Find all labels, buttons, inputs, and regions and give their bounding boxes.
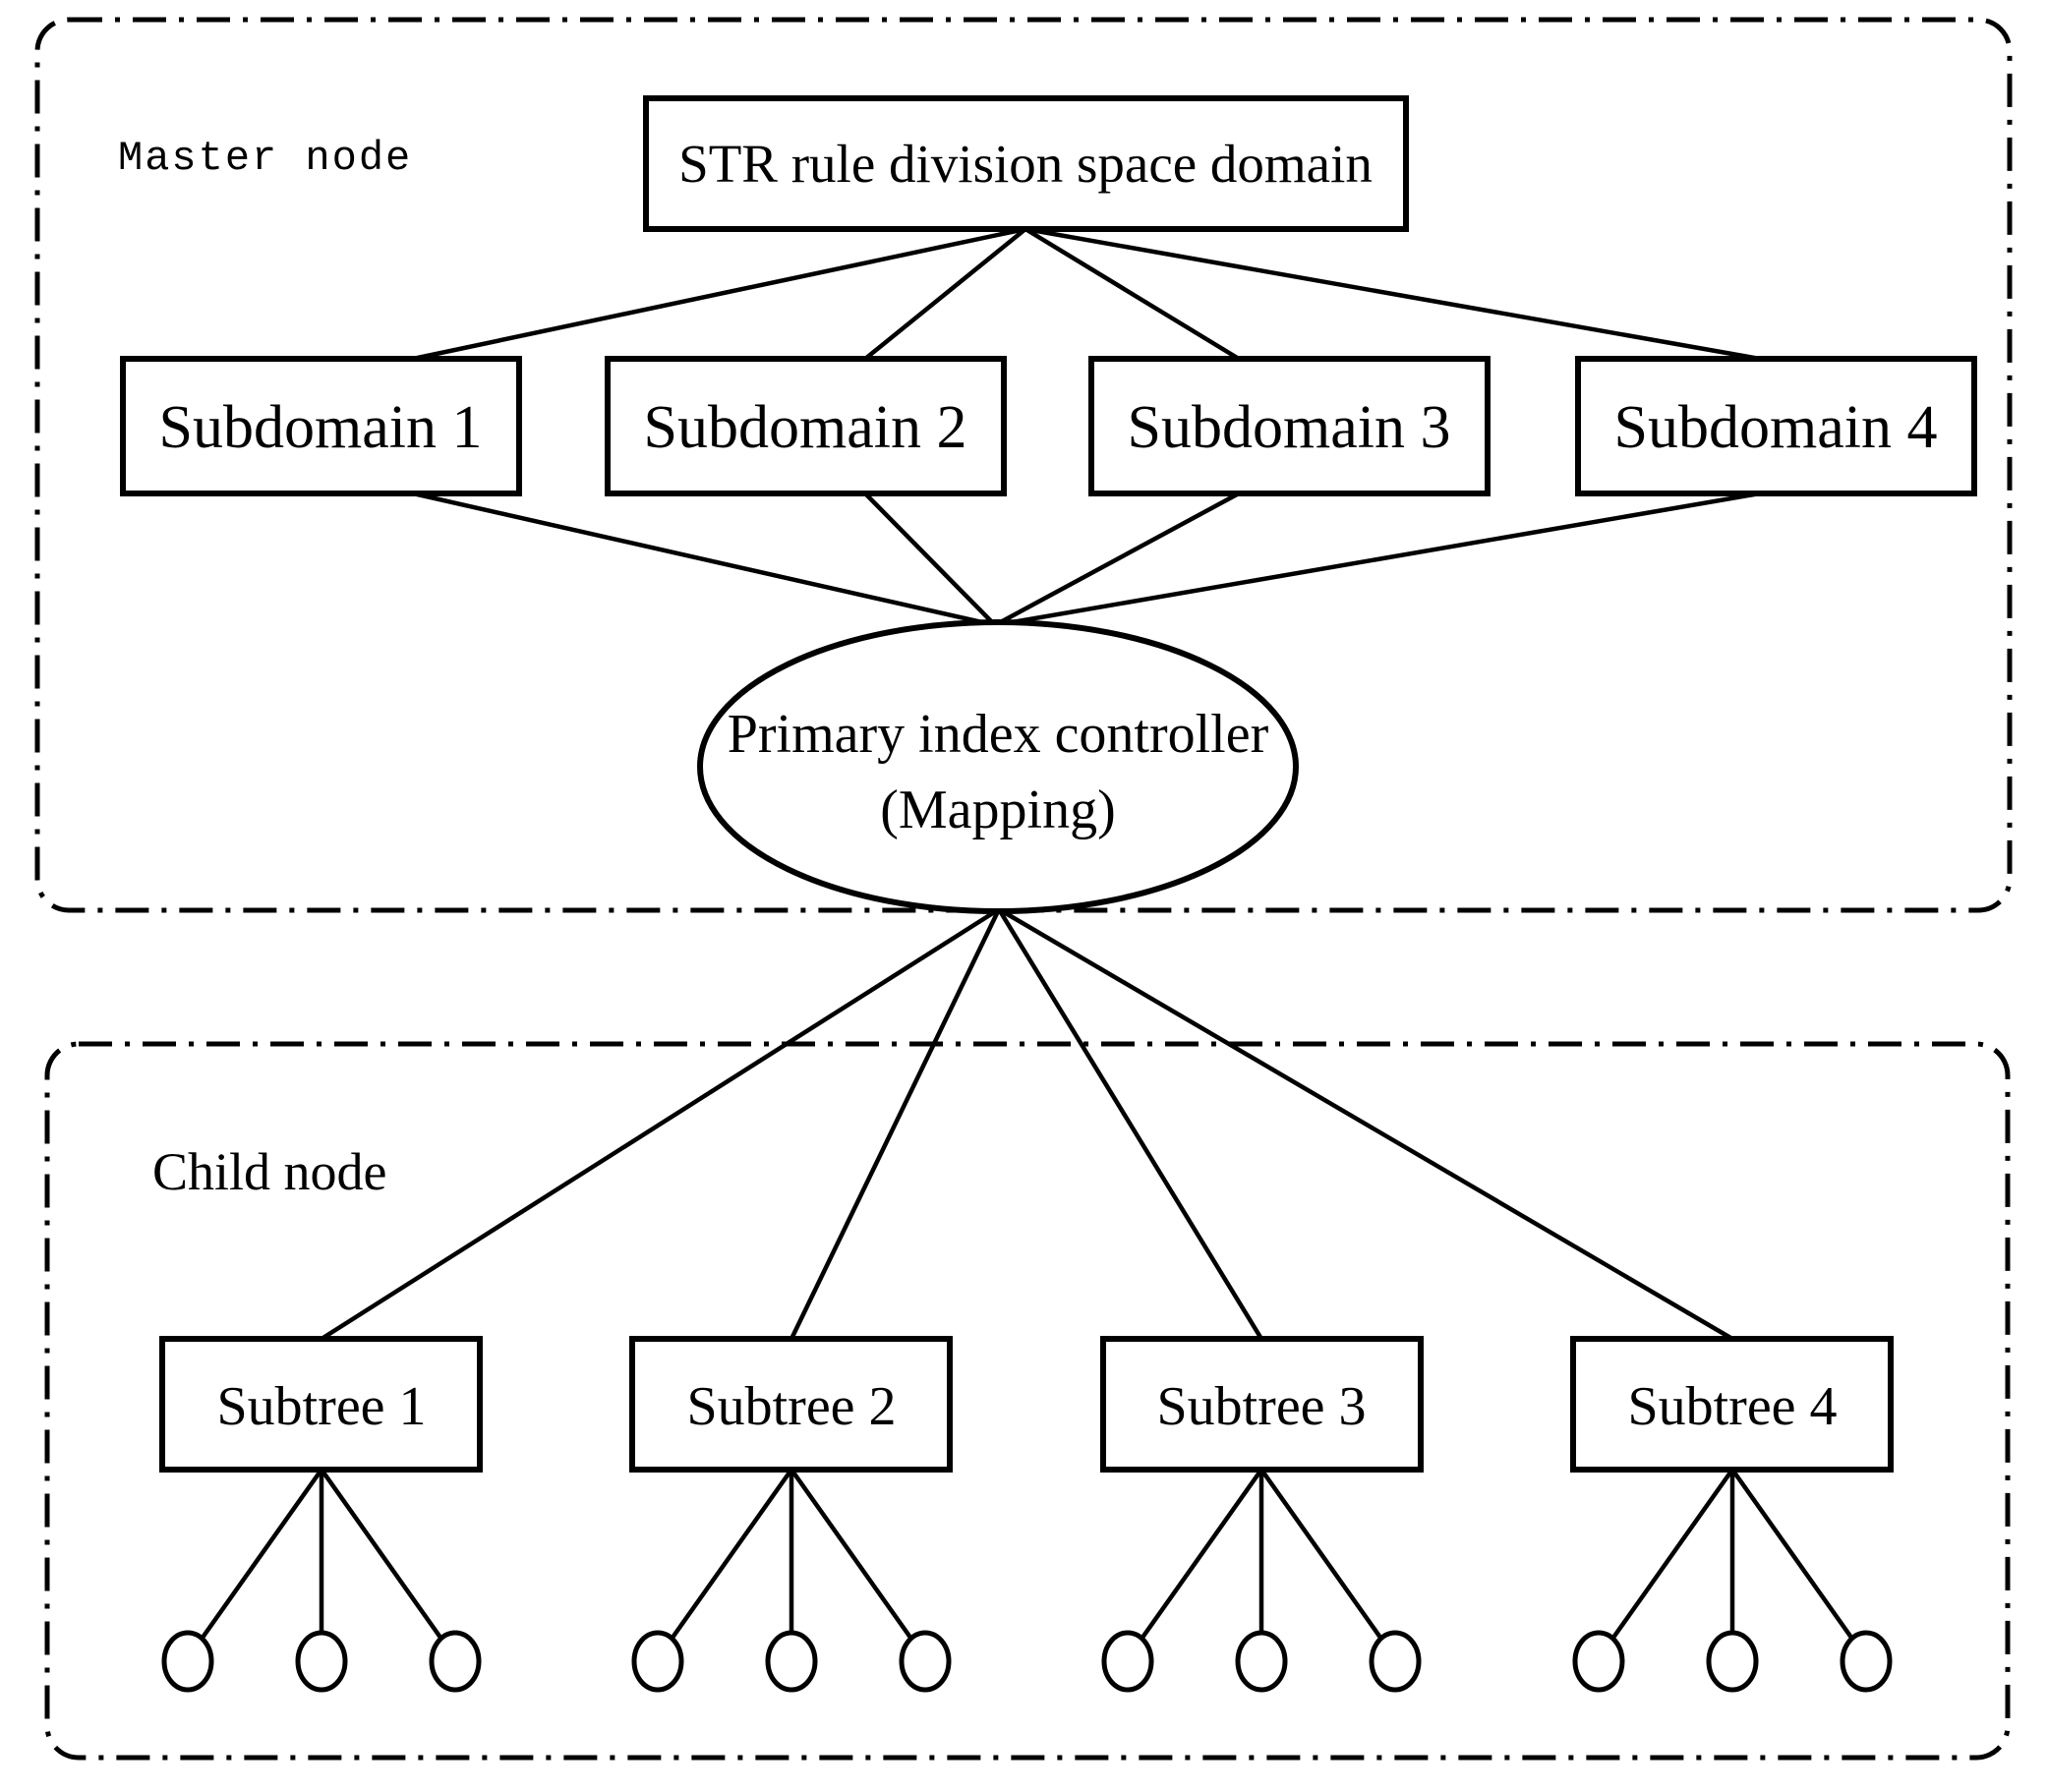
subdomain-label-3: Subdomain 3 — [1128, 394, 1451, 461]
subtree-label-2: Subtree 2 — [686, 1376, 896, 1437]
subtree-label-4: Subtree 4 — [1627, 1376, 1837, 1437]
connector-leaf — [186, 1468, 323, 1660]
controller-label-line2: (Mapping) — [880, 780, 1116, 840]
subtree-2-leaf-connectors — [656, 1468, 927, 1660]
connector-root-subdomain-4 — [1024, 226, 1761, 362]
leaf-circle — [1101, 1630, 1154, 1693]
subdomain-box-1 — [120, 356, 522, 496]
connector-leaf — [1597, 1468, 1734, 1660]
connector-controller-subtree-4 — [997, 907, 1734, 1341]
root-box — [643, 95, 1409, 232]
leaf-circle — [429, 1630, 482, 1693]
subtree-3-leaf-connectors — [1126, 1468, 1397, 1660]
connector-leaf — [790, 1468, 927, 1660]
connector-root-subdomain-1 — [412, 226, 1026, 362]
connector-root-subdomain-2 — [863, 227, 1027, 361]
leaf-circle — [631, 1630, 684, 1693]
subtree-box-1 — [159, 1336, 483, 1473]
subtree-box-3 — [1100, 1336, 1424, 1473]
controller-label-line1: Primary index controller — [728, 704, 1269, 765]
leaf-circle — [765, 1630, 818, 1693]
subtree-3-leaves — [1101, 1630, 1422, 1693]
connector-leaf — [320, 1468, 457, 1660]
subtree-1-leaves — [161, 1630, 482, 1693]
subdomain-box-4 — [1575, 356, 1977, 496]
child-node-region-border — [44, 1041, 2011, 1761]
connector-leaf — [1259, 1468, 1397, 1660]
leaf-circle — [1369, 1630, 1422, 1693]
connector-controller-subtree-2 — [789, 908, 1002, 1340]
leaf-circle — [1572, 1630, 1625, 1693]
subtree-4-leaf-connectors — [1597, 1468, 1868, 1660]
leaf-circle — [899, 1630, 952, 1693]
subtree-2-leaves — [631, 1630, 952, 1693]
subdomain-label-4: Subdomain 4 — [1614, 394, 1938, 461]
subtree-box-4 — [1570, 1336, 1894, 1473]
root-box-label: STR rule division space domain — [678, 134, 1373, 194]
connector-controller-subtree-3 — [997, 907, 1263, 1341]
leaf-circle — [1840, 1630, 1893, 1693]
child-node-region-label: Child node — [152, 1142, 387, 1201]
connector-controller-subtree-1 — [320, 907, 1001, 1341]
subtree-label-3: Subtree 3 — [1156, 1376, 1366, 1437]
connector-leaf — [1126, 1468, 1263, 1660]
subdomain-label-2: Subdomain 2 — [644, 394, 967, 461]
subtree-box-2 — [629, 1336, 953, 1473]
subdomain-label-1: Subdomain 1 — [159, 394, 483, 461]
leaf-circle — [295, 1630, 348, 1693]
connector-subdomain-1-controller — [412, 491, 996, 628]
primary-index-controller-ellipse — [697, 619, 1299, 914]
subtree-4-leaves — [1572, 1630, 1893, 1693]
subtree-label-1: Subtree 1 — [216, 1376, 426, 1437]
connector-subdomain-2-controller — [863, 491, 997, 627]
master-node-region-label: Master node — [118, 135, 412, 182]
connector-subdomain-3-controller — [993, 491, 1241, 627]
connector-subdomain-4-controller — [994, 491, 1761, 628]
connector-leaf — [656, 1468, 793, 1660]
subdomain-box-3 — [1088, 356, 1491, 496]
leaf-circle — [1235, 1630, 1288, 1693]
leaf-circle — [1706, 1630, 1759, 1693]
subdomain-box-2 — [605, 356, 1007, 496]
subtree-1-leaf-connectors — [186, 1468, 457, 1660]
connector-leaf — [1730, 1468, 1868, 1660]
connector-root-subdomain-3 — [1024, 227, 1241, 361]
leaf-circle — [161, 1630, 214, 1693]
